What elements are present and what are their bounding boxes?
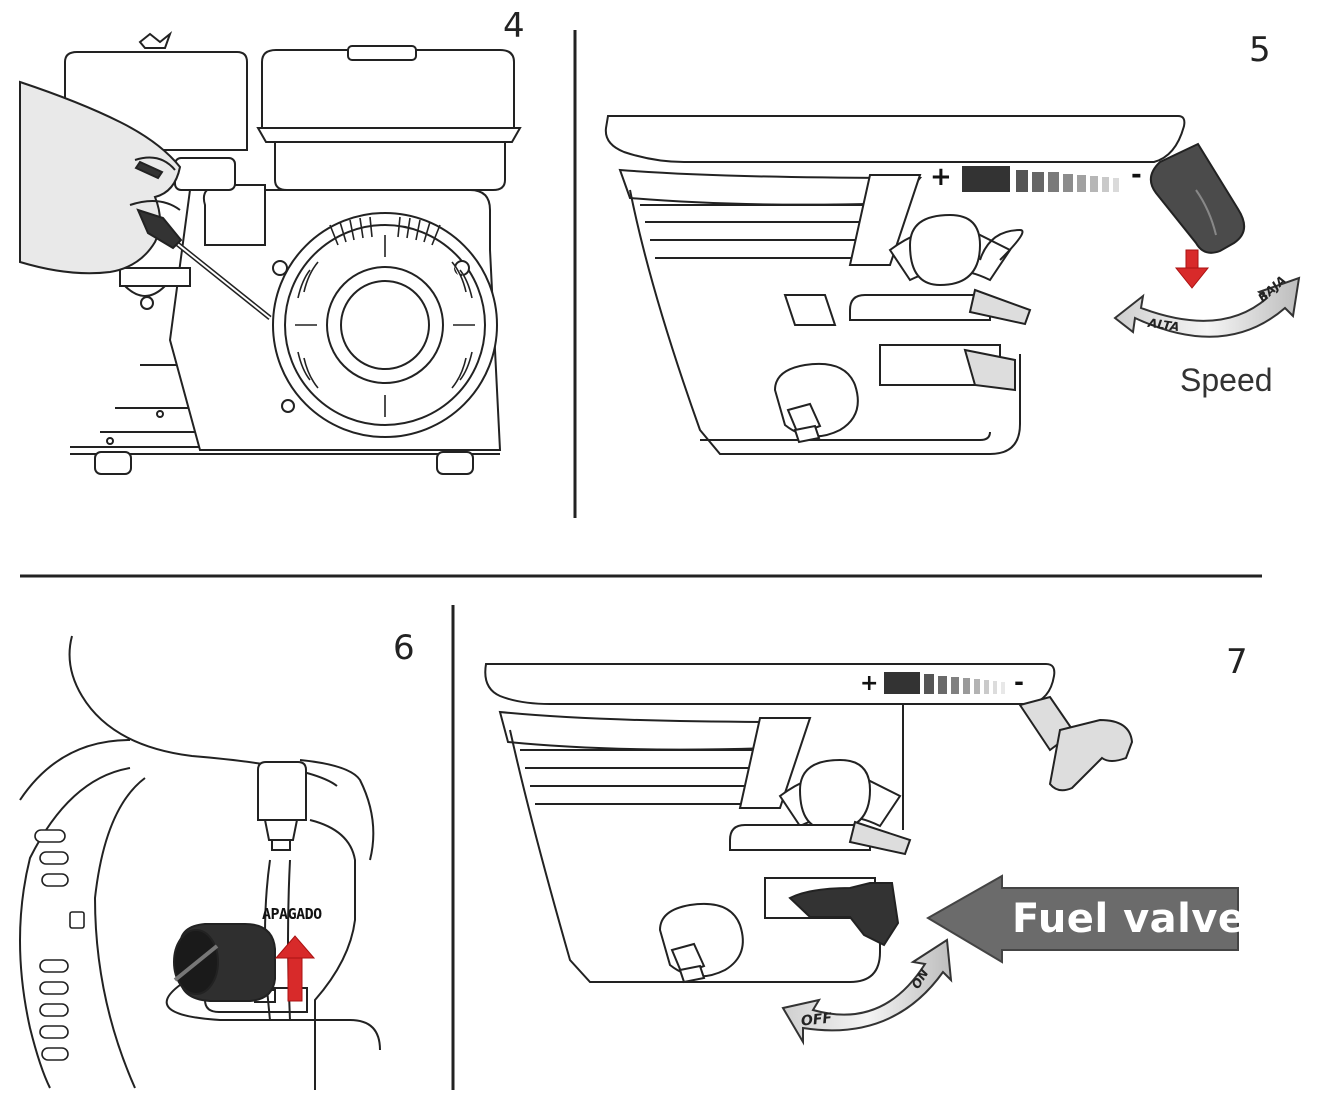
red-arrow-down [1174, 249, 1210, 289]
fuel-valve-direction-arrow [781, 938, 953, 1046]
engine-switch-illustration-step6 [19, 635, 381, 1090]
scale-bar-step7 [884, 672, 1005, 694]
step-number-6: 6 [393, 628, 415, 668]
plus-sign-step5: + [930, 162, 952, 192]
minus-sign-step5: - [1131, 160, 1142, 190]
speed-scale-bar [962, 166, 1119, 192]
step-number-7: 7 [1226, 642, 1248, 682]
speed-label: Speed [1180, 362, 1273, 398]
speed-direction-arrow [1113, 276, 1301, 338]
hand-illustration [19, 80, 182, 275]
red-arrow-up [274, 935, 316, 1002]
off-label: OFF [800, 1010, 833, 1030]
minus-sign-step7: - [1014, 668, 1024, 696]
speed-lever [1149, 142, 1245, 254]
engine-switch-knob [173, 923, 276, 1002]
plus-sign-step7: + [860, 671, 879, 696]
step-number-4: 4 [503, 6, 525, 46]
dipstick [134, 160, 272, 320]
apagado-label: APAGADO [262, 905, 322, 923]
fuel-valve-lever [788, 882, 900, 947]
carburetor-illustration-step5 [604, 115, 1186, 455]
fuel-valve-label: Fuel valve [1012, 896, 1246, 942]
step-number-5: 5 [1249, 30, 1271, 70]
fuel-valve-pointer-arrow [926, 874, 1239, 964]
